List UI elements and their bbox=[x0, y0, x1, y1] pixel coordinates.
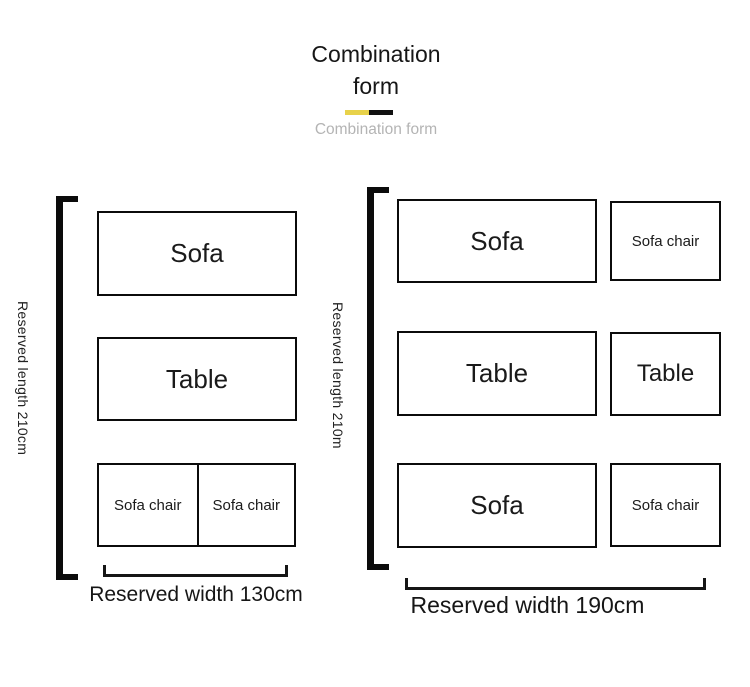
right-row3-sofa-box: Sofa bbox=[397, 463, 597, 548]
divider-black-segment bbox=[369, 110, 393, 115]
left-width-bracket bbox=[103, 565, 288, 577]
divider-yellow-segment bbox=[345, 110, 369, 115]
page-title: Combination form bbox=[311, 41, 441, 99]
right-row3-sofa-chair-box: Sofa chair bbox=[610, 463, 721, 547]
left-table-box: Table bbox=[97, 337, 297, 421]
left-sofa-chair-box-1: Sofa chair bbox=[113, 496, 182, 514]
right-length-label: Reserved length 210m bbox=[330, 301, 346, 449]
right-row2-table-small-box: Table bbox=[610, 332, 721, 416]
left-width-label: Reserved width 130cm bbox=[89, 583, 303, 606]
right-row1-sofa-chair-box: Sofa chair bbox=[610, 201, 721, 281]
page-subtitle: Combination form bbox=[314, 121, 438, 138]
left-sofa-chair-pair: Sofa chair Sofa chair bbox=[97, 463, 296, 547]
title-divider bbox=[345, 110, 393, 115]
right-width-label: Reserved width 190cm bbox=[410, 592, 645, 618]
left-sofa-chair-box-2: Sofa chair bbox=[196, 465, 295, 545]
right-row2-table-box: Table bbox=[397, 331, 597, 416]
left-length-bracket bbox=[56, 196, 78, 580]
right-width-bracket bbox=[405, 578, 706, 590]
left-length-label: Reserved length 210cm bbox=[15, 300, 31, 456]
right-row1-sofa-box: Sofa bbox=[397, 199, 597, 283]
left-sofa-box: Sofa bbox=[97, 211, 297, 296]
right-length-bracket bbox=[367, 187, 389, 570]
